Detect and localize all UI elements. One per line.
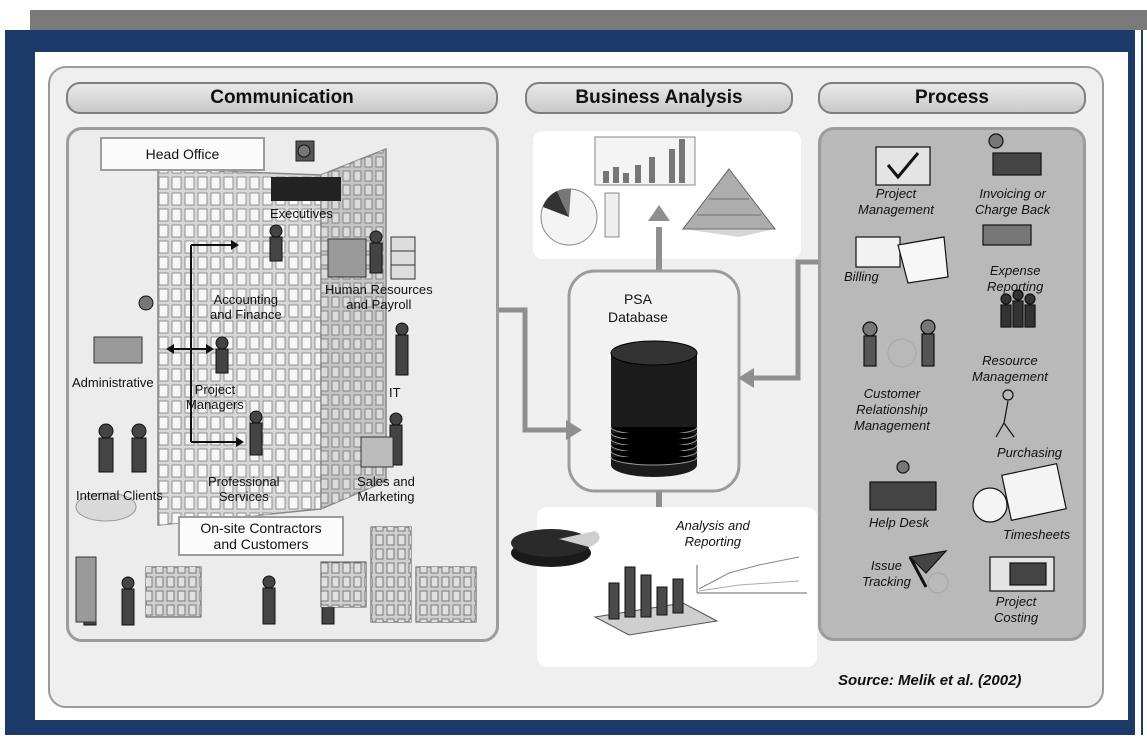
res-line-2: Management xyxy=(972,369,1048,384)
exp-line-2: Reporting xyxy=(987,279,1044,294)
process-header: Process xyxy=(818,82,1086,114)
issue-line-2: Tracking xyxy=(862,574,911,589)
help-desk-label: Help Desk xyxy=(869,515,929,530)
pc-line-2: Costing xyxy=(994,610,1039,625)
pm-line-2: Managers xyxy=(186,397,244,412)
pm-line-1: Project xyxy=(194,382,236,397)
communication-header-text: Communication xyxy=(210,87,354,108)
administrative-label: Administrative xyxy=(72,375,154,390)
inv-line-1: Invoicing or xyxy=(979,186,1046,201)
sm-line-2: Marketing xyxy=(357,489,415,504)
business-analysis-header-text: Business Analysis xyxy=(575,87,743,108)
onsite-line-1: On-site Contractors xyxy=(200,520,322,536)
executives-label: Executives xyxy=(270,206,333,221)
psa-database-label: PSA Database xyxy=(608,290,668,326)
source-citation: Source: Melik et al. (2002) xyxy=(838,672,1022,689)
communication-header: Communication xyxy=(66,82,498,114)
center-flow xyxy=(511,131,817,667)
inv-line-2: Charge Back xyxy=(975,202,1051,217)
process-icons xyxy=(855,133,1067,594)
res-line-1: Resource xyxy=(982,353,1038,368)
timesheets-label: Timesheets xyxy=(1003,527,1071,542)
ar-line-1: Analysis and xyxy=(676,518,750,533)
hr-line-1: Human Resources xyxy=(325,282,433,297)
internal-clients-label: Internal Clients xyxy=(76,488,163,503)
ps-line-1: Professional xyxy=(208,474,280,489)
accounting-line-2: and Finance xyxy=(210,307,282,322)
database-line-1: PSA xyxy=(623,291,652,307)
process-region xyxy=(818,127,1086,641)
crm-line-1: Customer xyxy=(863,386,921,401)
exp-line-1: Expense xyxy=(989,263,1041,278)
ar-line-2: Reporting xyxy=(684,534,742,549)
sm-line-1: Sales and xyxy=(357,474,415,489)
head-office-text: Head Office xyxy=(145,146,220,162)
crm-line-3: Management xyxy=(854,418,930,433)
it-label: IT xyxy=(389,385,401,400)
head-office-illustration xyxy=(75,140,477,626)
head-office-label: Head Office xyxy=(100,137,265,171)
frame-right-line xyxy=(1141,30,1143,735)
crm-line-2: Relationship xyxy=(856,402,928,417)
business-analysis-header: Business Analysis xyxy=(525,82,793,114)
issue-line-1: Issue xyxy=(870,558,902,573)
ps-line-2: Services xyxy=(218,489,269,504)
pm2-line-1: Project xyxy=(875,186,917,201)
pm2-line-2: Management xyxy=(858,202,934,217)
onsite-line-2: and Customers xyxy=(213,536,309,552)
database-line-2: Database xyxy=(608,309,668,325)
hr-line-2: and Payroll xyxy=(346,297,412,312)
billing-label: Billing xyxy=(844,269,879,284)
pc-line-1: Project xyxy=(995,594,1037,609)
process-header-text: Process xyxy=(915,87,989,108)
top-gray-bar xyxy=(30,10,1147,30)
accounting-line-1: Accounting xyxy=(213,292,278,307)
purchasing-label: Purchasing xyxy=(997,445,1063,460)
